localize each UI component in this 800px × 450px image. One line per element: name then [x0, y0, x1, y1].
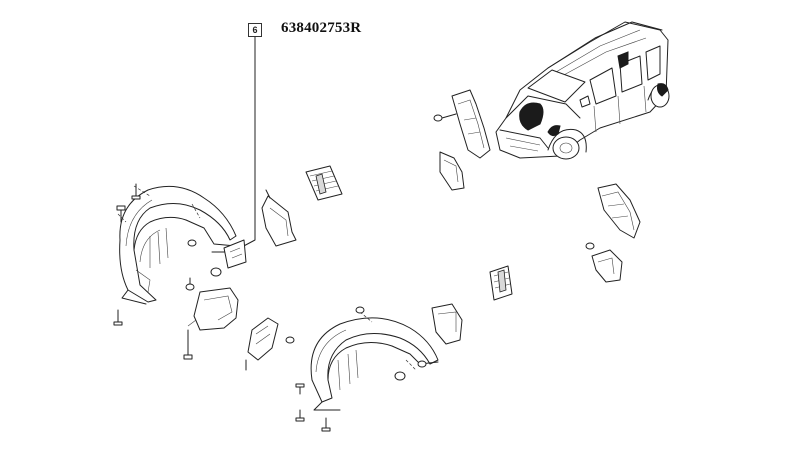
callout-leader-line — [239, 36, 256, 249]
part-number-label[interactable]: 638402753R — [281, 20, 362, 36]
mud-flap-rear-right[interactable] — [591, 249, 623, 283]
clip-fastener-2[interactable] — [116, 205, 126, 223]
clip-fastener-11[interactable] — [321, 417, 331, 432]
vehicle-illustration — [495, 21, 670, 160]
clip-fastener-1[interactable] — [131, 183, 141, 200]
vent-grille-left[interactable] — [305, 165, 343, 201]
front-left-arch-liner[interactable] — [117, 185, 239, 305]
clip-fastener-6[interactable] — [355, 306, 365, 314]
front-liner-highlight — [519, 102, 544, 131]
mud-flap-front-right[interactable] — [439, 151, 465, 191]
clip-fastener-7[interactable] — [394, 371, 406, 381]
rear-right-arch-liner[interactable] — [585, 183, 641, 250]
clip-fastener-3[interactable] — [187, 239, 197, 247]
callout-index: 6 — [252, 25, 258, 35]
clip-fastener-4[interactable] — [210, 267, 222, 277]
splash-guard-left[interactable] — [183, 277, 239, 360]
liner-bracket-lower[interactable] — [245, 317, 295, 371]
mud-flap-rear-left[interactable] — [431, 303, 463, 345]
bracket-part-638402753R[interactable] — [223, 239, 247, 269]
clip-fastener-8[interactable] — [417, 360, 427, 368]
clip-fastener-5[interactable] — [113, 309, 123, 326]
clip-fastener-10[interactable] — [295, 409, 305, 422]
front-right-arch-liner[interactable] — [433, 89, 491, 159]
mud-flap-front-left[interactable] — [261, 189, 297, 247]
clip-fastener-9[interactable] — [295, 383, 305, 395]
rear-left-arch-liner[interactable] — [310, 311, 439, 411]
vent-grille-right[interactable] — [489, 265, 513, 301]
